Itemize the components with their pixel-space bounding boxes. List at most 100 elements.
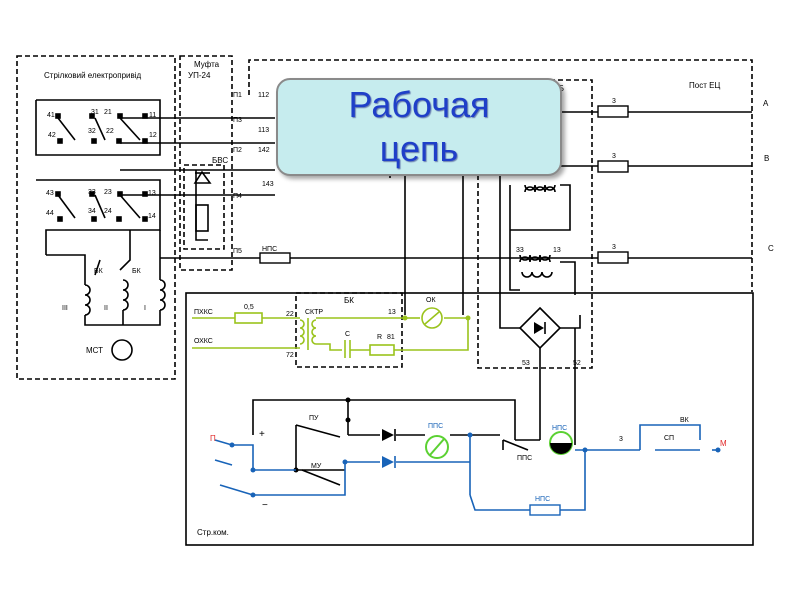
nps-relay-fill [550,443,572,454]
label-fuse-05: 0,5 [244,304,254,311]
wire-113: 113 [258,127,269,134]
label-nps-contact: НПС [535,496,550,503]
contact-33: 33 [88,189,96,196]
bvs-label: БВС [212,156,228,165]
phase-c: С [768,244,774,253]
drive-contacts-bottom [36,179,161,255]
label-72: 72 [286,352,294,359]
contact-11: 11 [149,112,156,119]
junction-blue-5 [229,442,235,448]
contact-43: 43 [46,190,54,197]
fuse-b-label: 3 [612,153,616,160]
post-block-frame [248,59,753,292]
phase-I: I [144,305,146,312]
coil-label-bk-2: БК [132,268,142,275]
label-p: П [210,434,216,443]
fkb-53: 53 [522,360,530,367]
phase-a: А [763,99,769,108]
label-r81: 81 [387,334,395,341]
junction-blue-3 [582,447,588,453]
drive-label: Стрілковий електропривід [44,71,142,80]
junction-blue-2 [467,432,473,438]
junction-13 [402,315,408,321]
phase-II: II [104,305,108,312]
label-pu: ПУ [309,415,319,422]
nps-top-label: НПС [262,246,277,253]
coupling-label-2: УП-24 [188,71,211,80]
junction-ok [465,315,471,321]
wire-142: 142 [258,147,270,154]
fkb-internals [499,170,581,420]
label-c: С [345,331,350,338]
junction-blue-7 [250,492,256,498]
label-pps-contact: ППС [517,455,532,462]
diode-pu-icon [382,429,394,441]
wire-p4: П4 [233,193,242,200]
fkb-33: 33 [516,247,524,254]
control-block [185,292,754,546]
main-wires [120,111,752,315]
fuse-c-label: 3 [612,244,616,251]
label-plus: + [259,429,265,440]
junction-pu [345,397,351,403]
label-13: 13 [388,309,396,316]
junction-pu2 [345,417,351,423]
wire-112: 112 [258,92,269,99]
label-three: 3 [619,436,623,443]
phase-b: В [764,154,769,163]
control-label: Стр.ком. [197,528,229,537]
contact-42: 42 [48,132,56,139]
control-black-wires [252,395,576,486]
contact-41: 41 [47,112,55,119]
wire-p2: П2 [233,147,242,154]
coupling-label-1: Муфта [194,60,220,69]
label-vk: ВК [680,417,690,424]
label-pkhks: ПХКС [194,309,213,316]
label-ok: ОК [426,297,436,304]
drive-contacts-top [35,99,161,156]
coil-label-bk-1: БК [94,268,104,275]
drive-block [16,55,176,380]
wire-p3: П3 [233,117,242,124]
green-circuit [192,307,469,358]
wire-143: 143 [262,181,274,188]
fkb-13: 13 [553,247,561,254]
contact-24: 24 [104,208,112,215]
label-mu: МУ [311,463,322,470]
label-r: R [377,334,382,341]
junction-blue-4 [715,447,721,453]
label-nps-relay: НПС [552,425,567,432]
label-minus: − [262,500,268,511]
post-label: Пост ЕЦ [689,81,720,90]
contact-23: 23 [104,189,112,196]
contact-14: 14 [148,213,156,220]
contact-32: 32 [88,128,96,135]
fuse-a-label: 3 [612,98,616,105]
label-m: М [720,439,727,448]
contact-34: 34 [88,208,96,215]
title-callout: Рабочая цепь [276,78,562,176]
nps-fuse-bottom [529,504,561,516]
junction-blue-6 [250,467,256,473]
bridge-diode-icon [534,322,544,334]
label-okhks: ОХКС [194,338,213,345]
motor-coils [46,230,166,361]
contact-31: 31 [91,109,99,116]
label-sp: СП [664,435,674,442]
title-line-1: Рабочая [348,84,490,125]
bvs-block [183,164,225,250]
label-22: 22 [286,311,294,318]
bk-label: БК [344,296,354,305]
coupling-block [179,55,233,271]
contact-21: 21 [104,109,112,116]
contact-13: 13 [148,190,156,197]
title-line-2: цепь [379,128,459,169]
phase-fuses [597,105,629,264]
contact-44: 44 [46,210,54,217]
fkb-52: 52 [573,360,581,367]
diode-mu-icon [382,456,394,468]
motor-name: МСТ [86,346,103,355]
control-blue-wires [214,424,718,511]
label-sktr: СКТР [305,309,323,316]
